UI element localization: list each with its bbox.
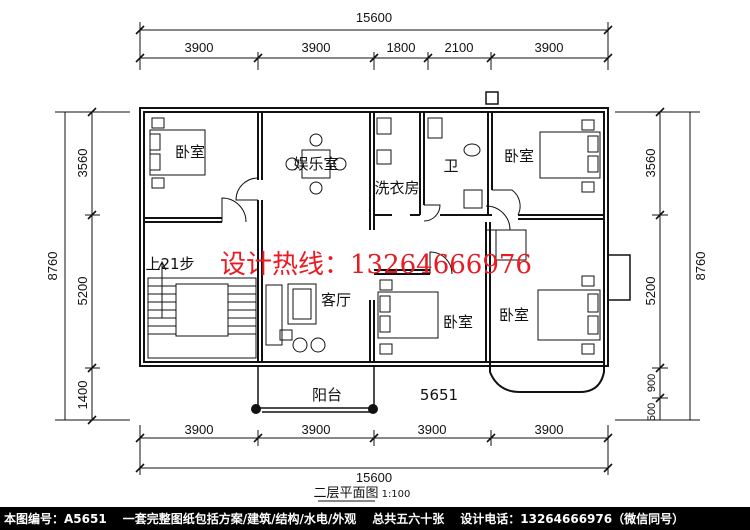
game-table: [285, 133, 347, 195]
dim-top-2: 3900: [302, 40, 331, 55]
watermark-phone: 设计热线：13264666976: [220, 250, 532, 280]
dimension-ticks: [87, 25, 665, 473]
label-bathroom: 卫: [443, 157, 458, 175]
bay-window-east: [607, 254, 631, 301]
dim-top-3: 1800: [387, 40, 416, 55]
label-living-room: 客厅: [321, 291, 351, 309]
label-bedroom-mid: 卧室: [443, 313, 473, 331]
label-entertainment: 娱乐室: [293, 155, 338, 173]
label-bedroom-nw: 卧室: [175, 143, 205, 161]
footer-sheets: 总共五六十张: [372, 512, 445, 526]
dim-left-1: 3560: [75, 149, 90, 178]
label-laundry: 洗衣房: [374, 179, 419, 197]
label-bedroom-se: 卧室: [499, 306, 529, 324]
dim-bottom-total: 15600: [356, 470, 392, 485]
bed-se: [495, 229, 601, 355]
balcony-column-right: [368, 404, 378, 414]
plan-code: 5651: [420, 386, 458, 404]
balcony: [257, 366, 375, 413]
windows: [170, 107, 580, 113]
door-swings: [221, 177, 521, 275]
dim-bottom-4: 3900: [535, 422, 564, 437]
dim-bottom-3: 3900: [418, 422, 447, 437]
dim-top-total: 15600: [356, 10, 392, 25]
stairs: [147, 260, 257, 359]
flue-box: [485, 91, 499, 105]
bay-window-south: [489, 362, 605, 393]
caption-scale: 1:100: [382, 489, 411, 500]
dim-right-1: 3560: [643, 149, 658, 178]
dim-top-1: 3900: [185, 40, 214, 55]
label-balcony: 阳台: [312, 386, 342, 404]
balcony-column-left: [251, 404, 261, 414]
caption-title: 二层平面图: [313, 486, 378, 501]
dim-right-2: 5200: [643, 277, 658, 306]
bed-nw: [149, 117, 206, 189]
bathroom-fixtures: [427, 117, 483, 209]
dim-top-5: 3900: [535, 40, 564, 55]
dim-left-3: 1400: [75, 381, 90, 410]
label-bedroom-ne: 卧室: [504, 147, 534, 165]
footer-package: 一套完整图纸包括方案/建筑/结构/水电/外观: [122, 512, 357, 526]
laundry-fixtures: [376, 117, 392, 165]
footer-bar: 本图编号：A5651 一套完整图纸包括方案/建筑/结构/水电/外观 总共五六十张…: [0, 507, 750, 530]
footer-drawing-no: 本图编号：A5651: [4, 512, 107, 526]
label-stairs: 上21步: [145, 255, 194, 273]
bed-ne: [539, 119, 601, 193]
dim-bottom-1: 3900: [185, 422, 214, 437]
sofa-set: [265, 283, 326, 353]
footer-phone: 设计电话：13264666976（微信同号）: [460, 512, 685, 526]
dim-right-total: 8760: [693, 252, 708, 281]
dim-top-4: 2100: [445, 40, 474, 55]
dim-bottom-2: 3900: [302, 422, 331, 437]
dim-left-2: 5200: [75, 277, 90, 306]
dim-right-4: 500: [646, 403, 658, 421]
bed-mid: [377, 279, 439, 355]
dim-left-total: 8760: [45, 252, 60, 281]
dim-right-3: 900: [646, 374, 658, 392]
